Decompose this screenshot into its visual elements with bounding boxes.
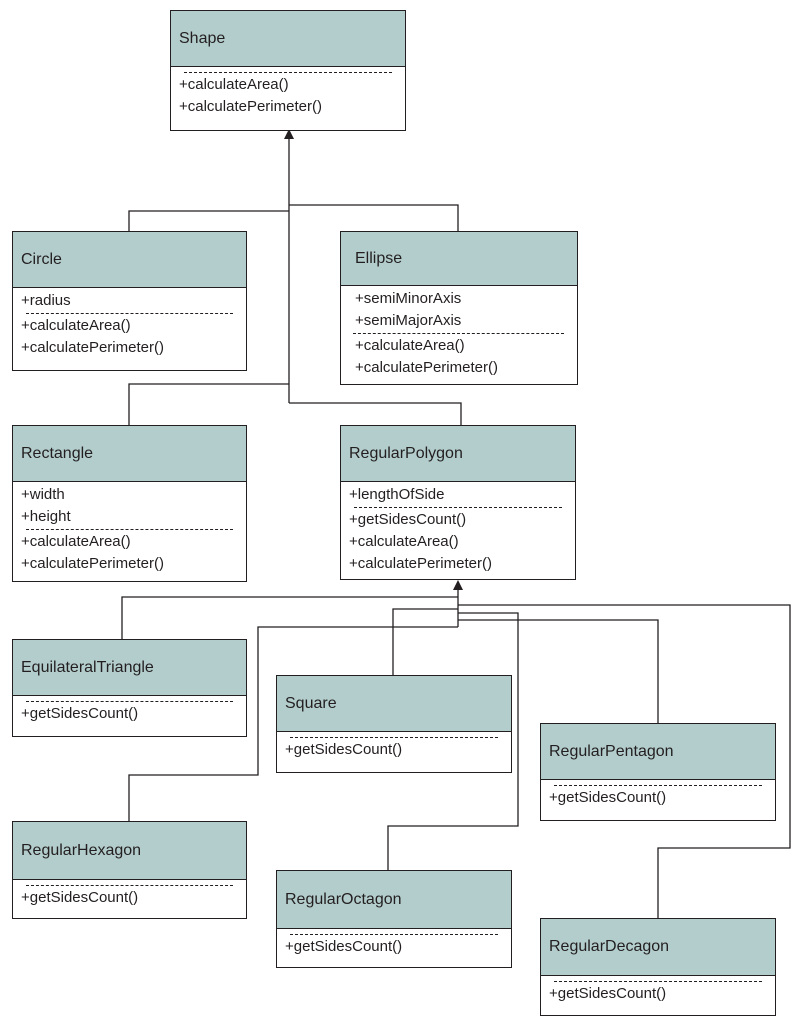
methods-section: +calculateArea() +calculatePerimeter() (13, 313, 246, 359)
methods-section: +getSidesCount() (277, 934, 511, 958)
connector-square (392, 608, 458, 675)
class-box-regular-polygon: RegularPolygon +lengthOfSide +getSidesCo… (340, 425, 576, 580)
method: +calculatePerimeter() (21, 555, 164, 572)
class-name: RegularOctagon (277, 871, 511, 929)
class-name: RegularPentagon (541, 724, 775, 780)
attributes-section: +width +height (13, 482, 246, 528)
method: +calculateArea() (355, 337, 465, 354)
attribute: +semiMajorAxis (355, 312, 462, 329)
class-box-square: Square +getSidesCount() (276, 675, 512, 773)
methods-section: +getSidesCount() (13, 885, 246, 909)
dashed-separator (353, 333, 564, 334)
method: +calculatePerimeter() (179, 98, 322, 115)
method: +getSidesCount() (285, 938, 403, 955)
attribute: +radius (21, 292, 71, 309)
method: +getSidesCount() (549, 789, 667, 806)
attributes-section: +lengthOfSide (341, 482, 575, 506)
method: +calculateArea() (349, 533, 459, 550)
connector-regular-decagon (458, 604, 791, 918)
class-name: Ellipse (341, 232, 577, 286)
connector-regular-polygon (289, 402, 462, 425)
class-box-equilateral-triangle: EquilateralTriangle +getSidesCount() (12, 639, 247, 737)
dashed-separator (554, 785, 762, 786)
method: +calculateArea() (179, 76, 289, 93)
methods-section: +getSidesCount() +calculateArea() +calcu… (341, 507, 575, 575)
class-name: Circle (13, 232, 246, 288)
method: +getSidesCount() (21, 889, 139, 906)
connector-ellipse (289, 204, 459, 231)
class-box-regular-decagon: RegularDecagon +getSidesCount() (540, 918, 776, 1016)
methods-section: +getSidesCount() (277, 737, 511, 761)
methods-section: +calculateArea() +calculatePerimeter() (171, 72, 405, 118)
dashed-separator (554, 981, 762, 982)
class-box-regular-octagon: RegularOctagon +getSidesCount() (276, 870, 512, 968)
class-name: Shape (171, 11, 405, 67)
dashed-separator (290, 737, 498, 738)
dashed-separator (26, 701, 233, 702)
class-name: EquilateralTriangle (13, 640, 246, 696)
method: +getSidesCount() (21, 705, 139, 722)
dashed-separator (26, 313, 233, 314)
dashed-separator (26, 529, 233, 530)
attribute: +height (21, 508, 71, 525)
class-box-shape: Shape +calculateArea() +calculatePerimet… (170, 10, 406, 131)
connector-circle (128, 210, 289, 231)
class-name: RegularDecagon (541, 919, 775, 976)
methods-section: +calculateArea() +calculatePerimeter() (13, 529, 246, 575)
dashed-separator (290, 934, 498, 935)
connector-equilateral-triangle (121, 596, 458, 639)
dashed-separator (184, 72, 392, 73)
method: +calculateArea() (21, 533, 131, 550)
class-box-rectangle: Rectangle +width +height +calculateArea(… (12, 425, 247, 582)
method: +getSidesCount() (349, 511, 467, 528)
class-box-circle: Circle +radius +calculateArea() +calcula… (12, 231, 247, 371)
class-box-regular-pentagon: RegularPentagon +getSidesCount() (540, 723, 776, 821)
method: +calculateArea() (21, 317, 131, 334)
connector-regular-hexagon (128, 626, 458, 821)
class-box-regular-hexagon: RegularHexagon +getSidesCount() (12, 821, 247, 919)
methods-section: +getSidesCount() (541, 785, 775, 809)
attribute: +width (21, 486, 65, 503)
attribute: +semiMinorAxis (355, 290, 462, 307)
method: +calculatePerimeter() (21, 339, 164, 356)
class-name: RegularHexagon (13, 822, 246, 880)
method: +calculatePerimeter() (355, 359, 498, 376)
method: +getSidesCount() (285, 741, 403, 758)
method: +calculatePerimeter() (349, 555, 492, 572)
methods-section: +getSidesCount() (541, 981, 775, 1005)
dashed-separator (26, 885, 233, 886)
attribute: +lengthOfSide (349, 486, 445, 503)
method: +getSidesCount() (549, 985, 667, 1002)
class-box-ellipse: Ellipse +semiMinorAxis +semiMajorAxis +c… (340, 231, 578, 385)
connector-rectangle (128, 383, 289, 425)
attributes-section: +semiMinorAxis +semiMajorAxis (341, 286, 577, 332)
inheritance-arrowhead-regular-polygon (453, 580, 463, 590)
class-name: Rectangle (13, 426, 246, 482)
methods-section: +getSidesCount() (13, 701, 246, 725)
methods-section: +calculateArea() +calculatePerimeter() (341, 333, 577, 379)
class-name: Square (277, 676, 511, 732)
connector-regular-pentagon (458, 619, 659, 723)
dashed-separator (354, 507, 562, 508)
inheritance-arrowhead-shape (284, 129, 294, 139)
connector-regular-octagon (387, 612, 519, 870)
attributes-section: +radius (13, 288, 246, 312)
class-name: RegularPolygon (341, 426, 575, 482)
